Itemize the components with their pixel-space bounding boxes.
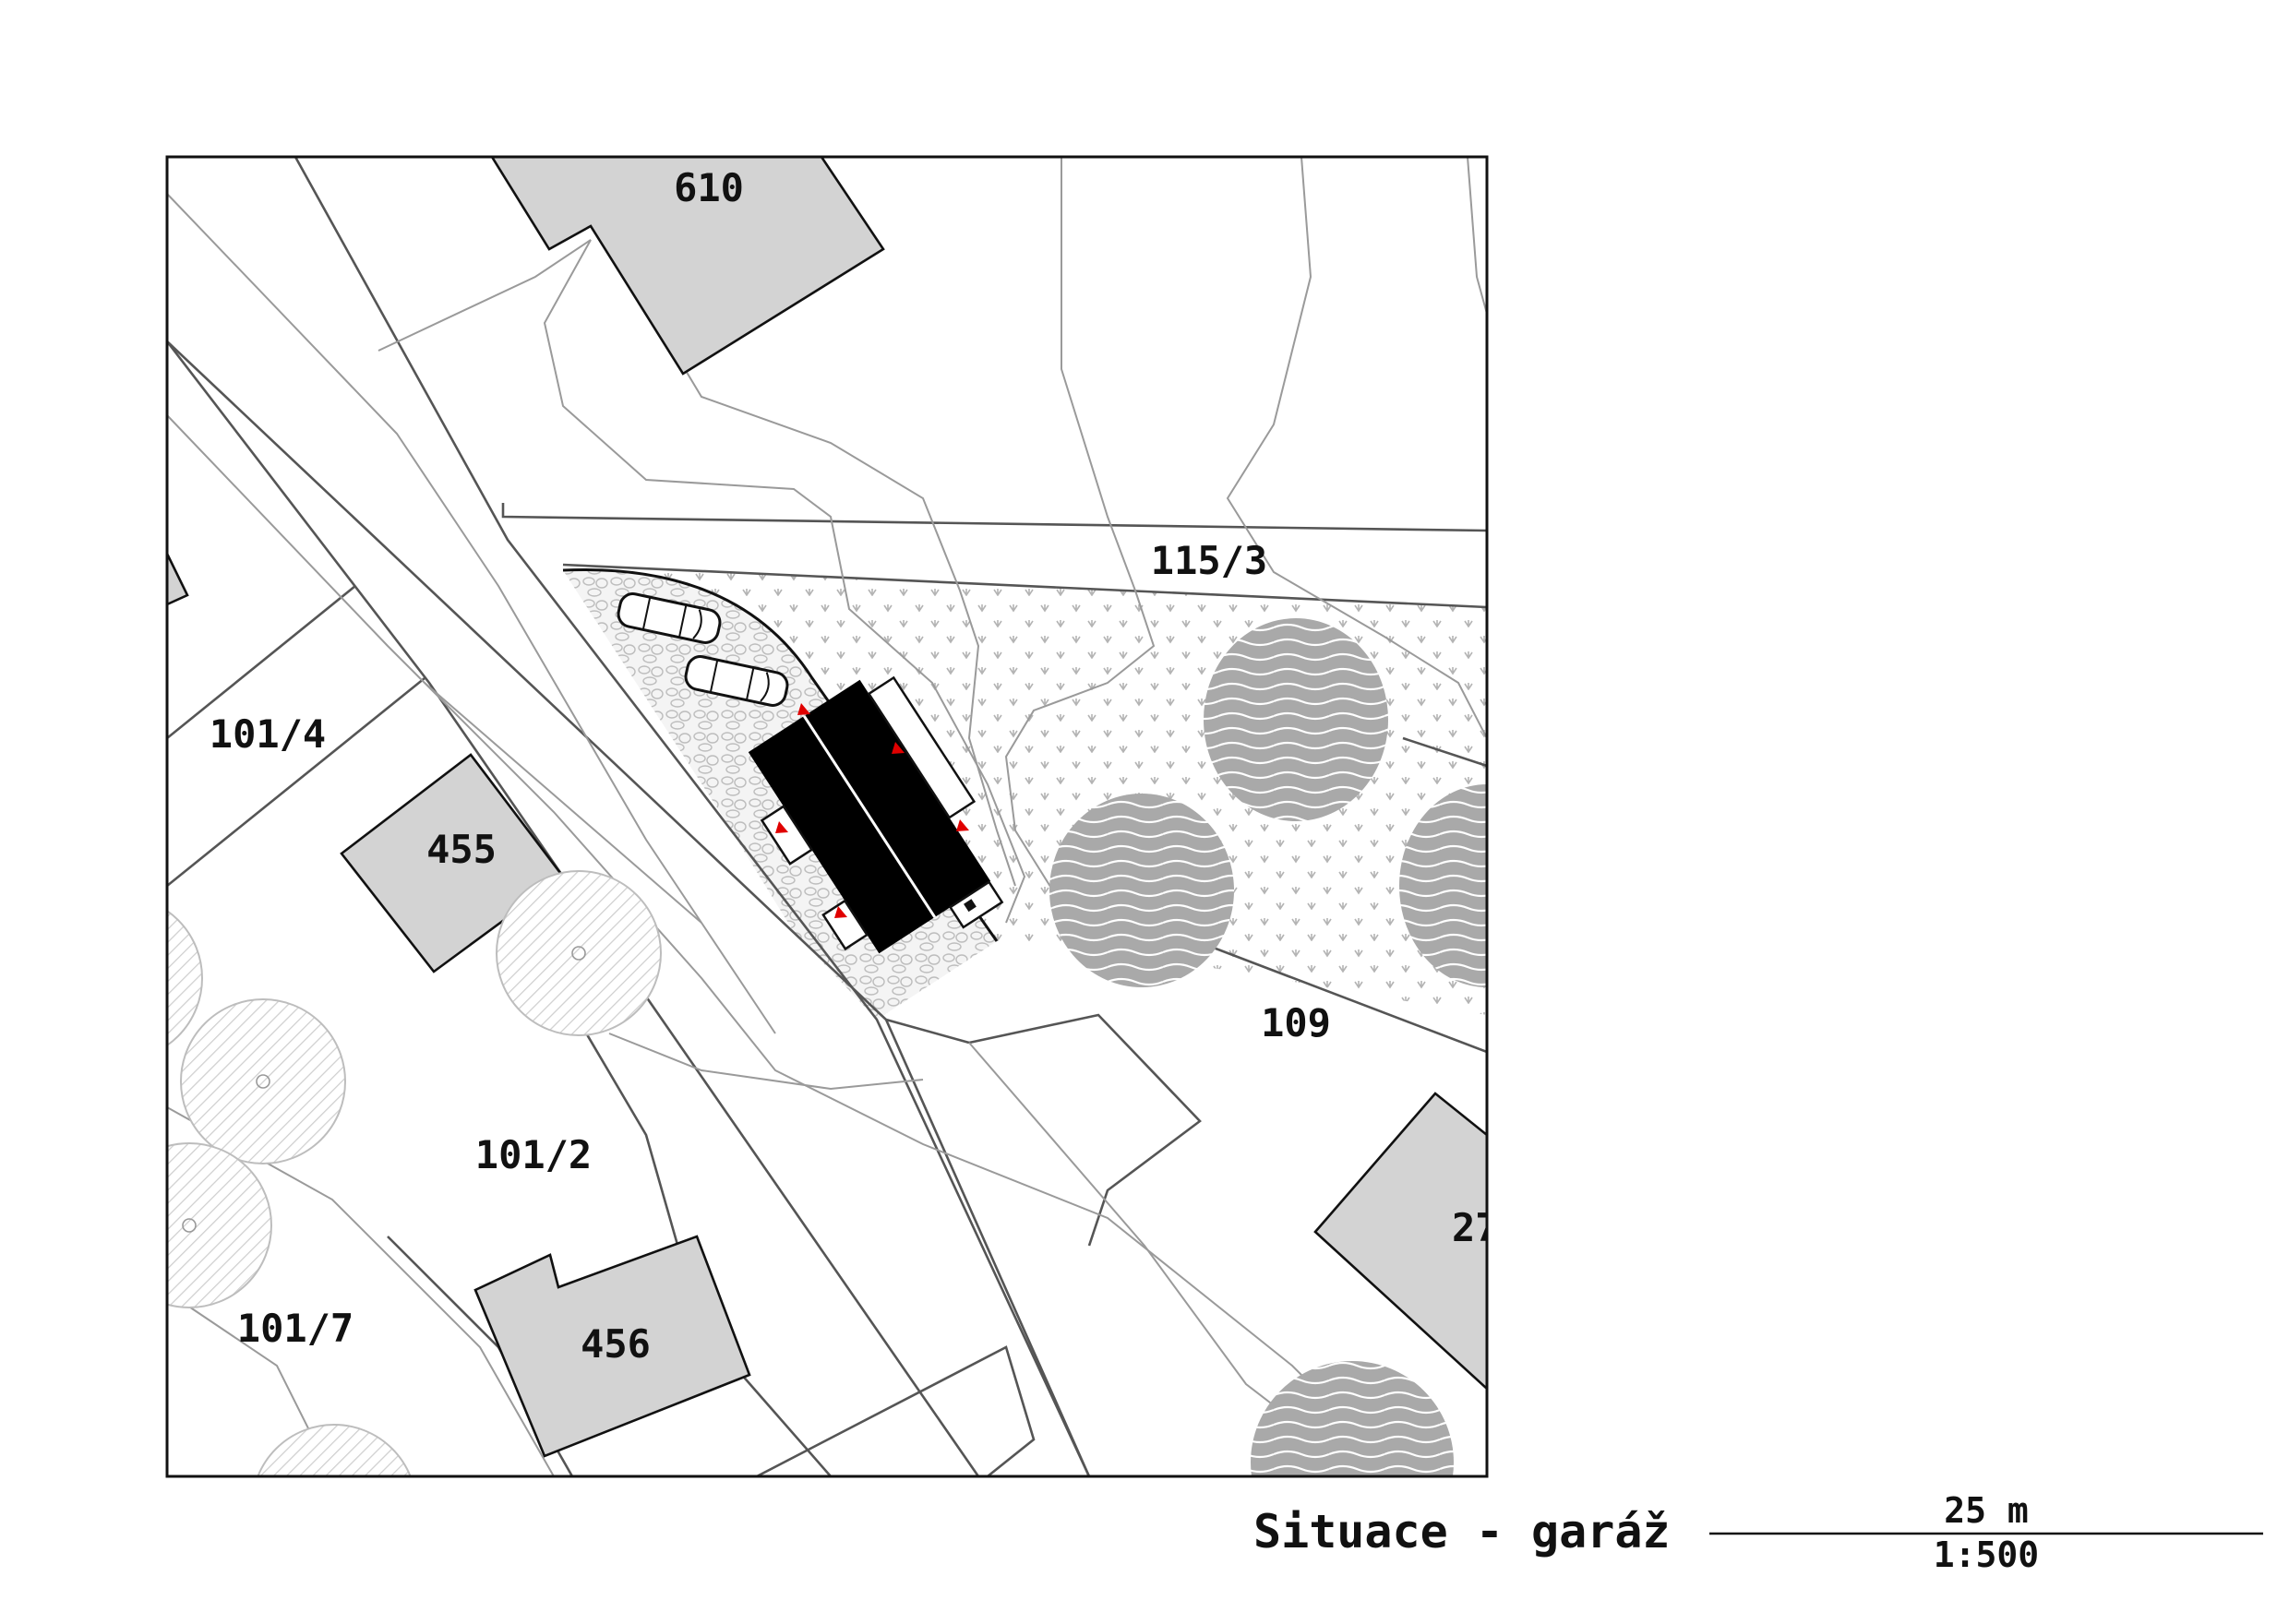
building-610 [490, 157, 885, 376]
tree-hatched-5 [257, 1424, 412, 1476]
parcel-edge-5 [968, 1013, 1202, 1247]
entrance-arrow-5 [834, 906, 847, 918]
parcel-edge-7 [1402, 736, 1487, 768]
parcel-edge-8 [552, 977, 832, 1476]
tree-trunk-3 [182, 1218, 197, 1233]
tree-hatched-1 [496, 870, 662, 1036]
scale-length-label: 25 m [1944, 1490, 2029, 1531]
map-frame [165, 155, 1489, 1478]
contour-5 [1004, 157, 1156, 905]
driveway-curb [562, 568, 999, 942]
garage-building [748, 675, 1004, 954]
tree-trunk-1 [571, 946, 586, 961]
parcel-label-109: 109 [1261, 1000, 1331, 1045]
road-edge-2 [294, 157, 1091, 1476]
tree-foliage-3 [1399, 784, 1487, 987]
tree-hatched-2 [180, 998, 346, 1164]
contour-7 [1467, 157, 1487, 315]
parcel-edge-1 [167, 584, 356, 740]
tree-foliage-4 [1251, 1361, 1454, 1476]
parcel-edge-6 [1171, 930, 1487, 1054]
parcel-edge-2 [167, 676, 425, 888]
parcel-label-101-2: 101/2 [475, 1132, 592, 1177]
road-edge-3 [167, 340, 980, 1476]
tree-hatched-3 [167, 1142, 272, 1308]
parcel-edge-4 [562, 563, 1487, 609]
parcel-label-27: 27 [1452, 1205, 1499, 1250]
parcel-edge-3 [501, 503, 1487, 532]
building-456 [473, 1235, 751, 1458]
parcel-label-115-3: 115/3 [1151, 538, 1267, 583]
entrance-arrow-4 [775, 821, 788, 833]
parcel-edge-11 [885, 1018, 970, 1045]
contour-6 [1226, 157, 1487, 739]
tree-hatched-4 [167, 909, 203, 1047]
parcel-label-610: 610 [674, 165, 744, 210]
parked-car-2 [684, 655, 789, 707]
entrance-arrow-3 [956, 819, 969, 831]
tree-trunk-2 [256, 1074, 270, 1089]
building-27 [1313, 1092, 1487, 1391]
contour-11 [424, 682, 702, 924]
parcel-edge-9 [756, 1345, 1036, 1476]
entrance-arrow-2 [892, 742, 905, 754]
tree-foliage-2 [1049, 794, 1234, 987]
contour-8 [608, 1033, 924, 1091]
parcel-label-101-7: 101/7 [237, 1306, 354, 1351]
contour-4 [645, 304, 1016, 887]
scale-ratio-label: 1:500 [1934, 1534, 2039, 1575]
parcel-label-456: 456 [581, 1321, 651, 1367]
building-left-edge [167, 553, 189, 606]
tree-foliage-1 [1204, 618, 1388, 821]
entrance-arrow-1 [797, 703, 810, 715]
drawing-title: Situace - garáž [1253, 1505, 1671, 1558]
contour-1 [167, 414, 1404, 1476]
contour-3 [378, 239, 1026, 924]
parcel-label-455: 455 [426, 827, 497, 872]
parked-car-1 [617, 592, 722, 644]
contour-2 [167, 193, 776, 1034]
parcel-label-101-4: 101/4 [210, 711, 326, 757]
